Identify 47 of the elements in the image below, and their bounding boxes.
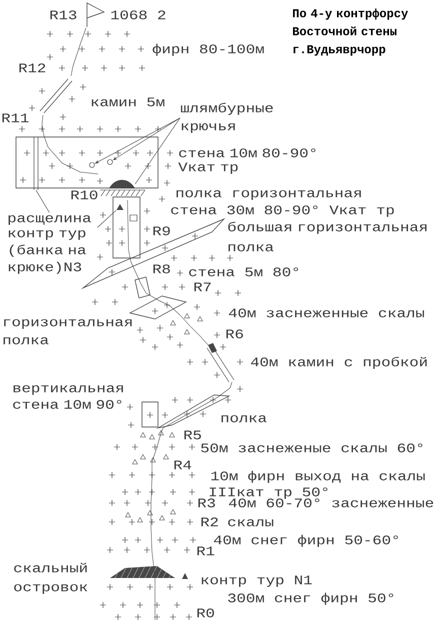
station-label: R3 [198, 498, 215, 508]
route-note: горизонтальная полка [4, 319, 132, 344]
station-label: R7 [194, 282, 211, 292]
route-note: камин 5м [92, 98, 164, 106]
station-label: R8 [153, 264, 170, 274]
leader-line [36, 190, 50, 213]
route-note: полка [222, 415, 266, 422]
route-note: 40м снег фирн 50-60° [214, 534, 398, 547]
summit-height: 1068 2 [111, 10, 166, 20]
title: По 4-у контрфорсу Восточной стены г.Вудьяврчорр [293, 8, 408, 56]
leader-label: расщелина [8, 215, 91, 225]
cairn-triangle [116, 204, 124, 210]
route-note: стена 30м 80-90° Vкат тр [171, 206, 394, 217]
route-note: стена 10м 80-90° Vкат тр [178, 148, 316, 174]
station-label: R13 [50, 10, 76, 20]
station-label: R5 [184, 430, 201, 440]
crack-lines [34, 136, 38, 190]
route-note: полка горизонтальная [176, 190, 361, 200]
station-label: R4 [174, 460, 192, 470]
station-label: R1 [197, 546, 214, 556]
route-note: контр тур N1 [202, 576, 312, 587]
station-label: R2 [201, 518, 218, 526]
leader-line [97, 210, 117, 228]
station-label: R11 [2, 114, 29, 122]
station-label: R12 [19, 64, 46, 72]
route-note: большая горизонтальная полка [228, 222, 426, 252]
station-label: R6 [226, 330, 243, 338]
route-note: скальный островок [14, 562, 88, 594]
station-label: R0 [197, 608, 214, 618]
leader-label: контр тур (банка на крюке)N3 [8, 230, 86, 274]
route-note: скалы [228, 519, 274, 526]
route-note: 300м снег фирн 50° [228, 592, 394, 605]
piton-mark [107, 159, 113, 165]
route-note: 40м заснеженные скалы [228, 308, 424, 318]
route-note: вертикальная стена 10м 90° [13, 385, 123, 409]
piton-mark [89, 162, 95, 168]
route-note: IIIкат тр 50° [210, 488, 328, 499]
route-note: стена 5м 80° [189, 268, 298, 276]
station-label: R9 [153, 226, 170, 236]
station-label: R10 [71, 190, 98, 200]
route-note: 10м фирн выход на скалы [211, 470, 425, 483]
route-note: фирн 80-100м [152, 44, 264, 56]
route-note: 40м 60-70° заснеженные [228, 498, 434, 508]
route-note: 40м камин с пробкой [251, 356, 427, 369]
route-note: 50м заснеженые скалы 60° [201, 444, 422, 452]
leader-line [134, 118, 180, 184]
dark-blob [109, 180, 135, 188]
